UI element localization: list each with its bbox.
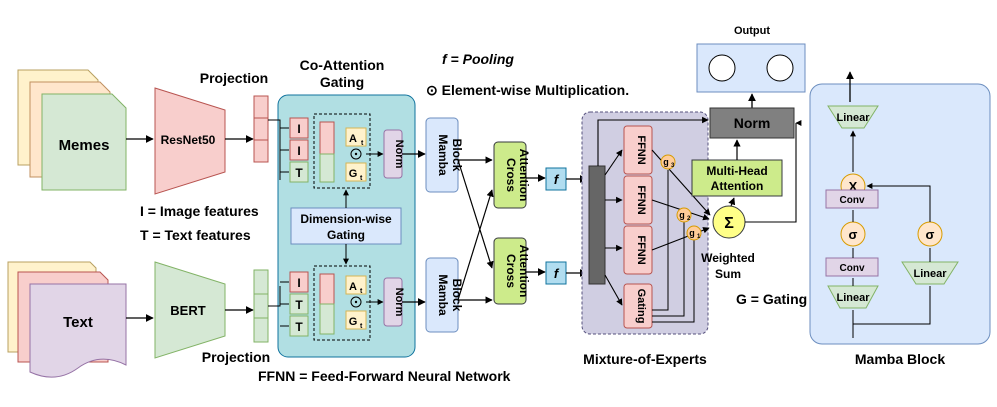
- g-bottom-label: G: [349, 316, 358, 328]
- mamba-linear-top: Linear: [836, 112, 870, 124]
- bert-encoder: BERT: [154, 261, 226, 359]
- mamba-bottom-label-1: Mamba: [436, 274, 450, 316]
- resnet50-label: ResNet50: [161, 133, 216, 147]
- cross-top-1: Cross: [504, 158, 518, 192]
- row-top-3: T: [295, 166, 303, 180]
- ffnn-1: FFNN: [635, 135, 647, 164]
- row-bottom-3: T: [295, 320, 303, 334]
- co-attention-block: Co-Attention Gating I I T A t G t Norm D…: [268, 57, 416, 358]
- mamba-bottom-label-2: Block: [450, 279, 464, 312]
- legend-pooling: f = Pooling: [442, 51, 514, 67]
- legend-ffnn: FFNN = Feed-Forward Neural Network: [258, 368, 511, 384]
- g2-label: g: [679, 210, 685, 220]
- bert-label: BERT: [170, 303, 205, 318]
- row-bottom-2: T: [295, 298, 303, 312]
- mamba-block-title: Mamba Block: [855, 351, 945, 367]
- cross-bottom-1: Cross: [504, 254, 518, 288]
- mamba-top-label-2: Block: [450, 139, 464, 172]
- pool-bottom: f: [545, 261, 567, 285]
- mamba-sigma-right: σ: [926, 227, 935, 242]
- norm-bottom: Norm: [393, 288, 405, 317]
- a-top-label: A: [349, 133, 357, 145]
- cross-bottom-2: Attention: [517, 245, 531, 298]
- legend-text-features: T = Text features: [140, 227, 251, 243]
- row-top-1: I: [297, 122, 300, 136]
- gating-expert: Gating: [635, 289, 647, 324]
- moe-block: FFNN FFNN FFNN Gating g 3 g 2 g 1 Mixtur…: [581, 111, 711, 367]
- projection-bottom: Projection: [202, 269, 270, 365]
- g1-sub: 1: [697, 234, 701, 240]
- output-section: Output Norm Multi-Head Attention Σ Weigh…: [598, 25, 807, 307]
- ffnn-3: FFNN: [635, 235, 647, 264]
- memes-input: Memes: [17, 69, 127, 191]
- a-bottom-sub: t: [360, 288, 363, 295]
- g-top-label: G: [349, 168, 358, 180]
- g-bottom-sub: t: [360, 323, 363, 330]
- g2-sub: 2: [687, 216, 691, 222]
- resnet50-encoder: ResNet50: [154, 87, 226, 195]
- co-attention-title: Co-Attention: [300, 57, 385, 73]
- co-attention-title-2: Gating: [320, 74, 364, 90]
- pool-top-label: f: [554, 172, 560, 187]
- g-top-sub: t: [360, 175, 363, 182]
- row-bottom-1: I: [297, 276, 300, 290]
- mamba-conv-top: Conv: [840, 195, 865, 206]
- mamba-multiply: X: [849, 179, 858, 194]
- weighted-sum-1: Weighted: [701, 251, 755, 265]
- g1-label: g: [689, 228, 695, 238]
- mamba-linear-bottom-left: Linear: [836, 292, 870, 304]
- projection-bottom-label: Projection: [202, 349, 270, 365]
- mamba-block-top: Mamba Block: [425, 117, 464, 193]
- g3-label: g: [663, 157, 669, 167]
- legend-gating: G = Gating: [736, 291, 807, 307]
- a-bottom-label: A: [349, 281, 357, 293]
- sum-symbol: Σ: [724, 215, 734, 232]
- dimension-gating-label: Dimension-wise: [300, 212, 392, 226]
- moe-title: Mixture-of-Experts: [583, 351, 707, 367]
- projection-top: Projection: [200, 70, 269, 163]
- mamba-sigma-left: σ: [849, 227, 858, 242]
- output-title: Output: [734, 25, 770, 37]
- text-label: Text: [63, 314, 93, 331]
- text-input: Text: [7, 261, 127, 378]
- mamba-top-label-1: Mamba: [436, 134, 450, 176]
- mamba-linear-bottom-right: Linear: [913, 268, 947, 280]
- cross-attention-top: Cross Attention: [493, 141, 531, 209]
- a-top-sub: t: [361, 140, 364, 147]
- pool-top: f: [545, 167, 567, 191]
- memes-label: Memes: [59, 137, 110, 154]
- pool-bottom-label: f: [554, 266, 560, 281]
- projection-top-label: Projection: [200, 70, 268, 86]
- weighted-sum-2: Sum: [715, 267, 741, 281]
- norm-top: Norm: [393, 140, 405, 169]
- legend-image-features: I = Image features: [140, 203, 259, 219]
- row-top-2: I: [297, 144, 300, 158]
- mamba-conv-bottom: Conv: [840, 263, 865, 274]
- mamba-block-detail: Linear X Conv σ Conv Linear σ Linear Mam…: [809, 71, 991, 367]
- cross-top-2: Attention: [517, 149, 531, 202]
- cross-attention-bottom: Cross Attention: [493, 237, 531, 305]
- output-norm: Norm: [734, 115, 771, 131]
- g3-sub: 3: [671, 163, 675, 169]
- legend-elementwise: ⊙ Element-wise Multiplication.: [426, 82, 629, 98]
- mha-label-1: Multi-Head: [706, 164, 767, 178]
- dimension-gating-label-2: Gating: [327, 228, 365, 242]
- mha-label-2: Attention: [711, 179, 764, 193]
- mamba-block-bottom: Mamba Block: [425, 257, 464, 333]
- ffnn-2: FFNN: [635, 185, 647, 214]
